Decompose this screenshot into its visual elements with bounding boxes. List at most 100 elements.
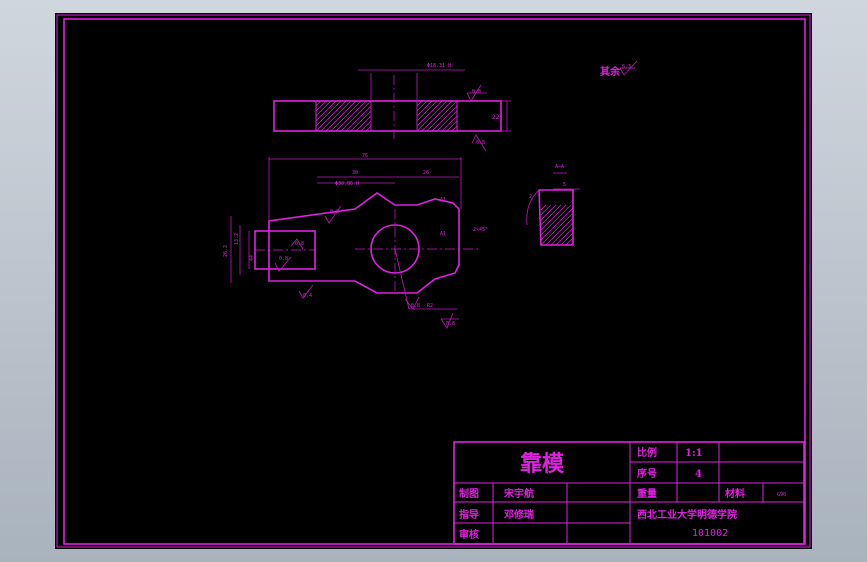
rough-e-text: 0.8 [411,303,420,309]
weight-label: 重量 [637,487,657,500]
top-view: Φ18.31 H 22 0.8 0.8 [273,63,511,152]
hatch-line [416,100,433,117]
hatch-left-region [315,100,372,132]
hatch-line [315,100,347,132]
hatch-line [421,100,453,132]
roughness-symbol-f [440,312,459,329]
school-name: 西北工业大学明德学院 [637,508,737,521]
guide-name: 邓修瑞 [503,508,534,521]
left-dim-2-text: 13.2 [234,233,240,245]
hatch-line [320,100,352,132]
hatch-line [540,204,562,226]
hatch-line [416,100,428,112]
hatch-line [431,105,458,132]
hatch-line [416,100,423,107]
scale-value: 1:1 [685,448,703,459]
hatch-line [335,100,367,132]
bore-main-text: Φ30.86 H [335,181,359,187]
hatch-line [540,204,552,216]
hatch-line [315,100,342,127]
outer-frame [56,14,811,548]
section-angle-arc [526,189,540,226]
hatch-line [540,204,557,221]
hatch-line [441,115,458,132]
hatch-line [555,227,574,246]
review-label: 审核 [459,528,479,541]
a1-label-top: A1 [440,197,446,203]
hatch-line [540,204,572,236]
left-dim-3-text: 44 [249,255,255,261]
section-hatch [540,204,574,246]
section-outline [538,189,574,246]
bore-leader [394,248,410,310]
hatch-line [540,212,574,246]
rough-c-text: 0.8 [279,256,288,262]
hatch-line [540,207,574,241]
roughness-symbol-a [324,205,342,224]
rough-a-text: 0.8 [330,209,339,215]
hatch-line [315,100,332,117]
hatch-line [446,120,458,132]
chamfer-text: 2×45° [473,227,488,233]
drawn-name: 宋宇航 [503,487,534,500]
bore-top-text: Φ18.31 H [427,63,451,69]
hatch-line [416,100,443,127]
hatch-line [340,100,372,132]
front-view: 76 30 26 Φ30.86 H R2 A1 A1 2×45° 26.2 13… [223,153,488,329]
scale-label: 比例 [637,446,657,459]
other-finish-text: 其余 [600,65,621,78]
r-label-text: R2 [427,303,433,309]
guide-label: 指导 [459,508,479,521]
hatch-line [350,110,372,132]
rough-top-text: 0.8 [472,89,481,95]
hatch-line [426,100,458,132]
hatch-line [540,204,547,211]
drawing-canvas: Φ18.31 H 22 0.8 0.8 其余 6.3 76 30 26 [55,13,812,549]
hatch-left [315,100,372,132]
section-arrow-text: A—A [555,164,564,170]
hatch-line [355,115,372,132]
other-finish-symbol [619,60,638,76]
hatch-line [570,242,574,246]
hatch-line [345,105,372,132]
hatch-line [325,100,357,132]
hatch-line [550,222,574,246]
rough-b-text: 0.8 [295,241,304,247]
cad-drawing: Φ18.31 H 22 0.8 0.8 其余 6.3 76 30 26 [56,14,811,548]
roughness-symbol-top [466,84,487,102]
material-value: G90 [777,492,786,498]
title-block-frame [453,441,805,545]
hatch-line [451,125,458,132]
hatch-right [416,100,458,132]
drawing-number: 101002 [692,528,728,539]
body-outline [268,192,460,294]
height-top-text: 22 [492,114,500,121]
other-finish-value: 6.3 [622,64,631,70]
dim-26-text: 26 [423,170,429,176]
hatch-line [545,217,574,246]
hatch-line [365,125,372,132]
inner-frame [63,18,806,545]
hatch-line [560,232,574,246]
a1-label-mid: A1 [440,231,446,237]
left-dim-1-text: 26.2 [223,245,229,257]
hatch-line [565,237,574,246]
roughness-symbol-e [404,296,420,310]
hatch-line [360,120,372,132]
rough-d-text: 0.4 [303,293,312,299]
roughness-symbol-c [274,256,292,272]
hatch-line [315,100,322,107]
hatch-line [416,100,438,122]
hatch-line [436,110,458,132]
roughness-symbol-bottom [471,134,487,152]
section-dim-text: 5 [563,182,566,188]
part-name: 靠模 [520,451,565,477]
section-aa: A—A 5 2 [526,164,580,246]
hatch-line [315,100,337,122]
title-block: 靠模 比例 1:1 序号 4 重量 材料 G90 制图 宋宇航 指导 邓修瑞 审… [453,441,805,545]
drawn-label: 制图 [459,487,479,500]
top-view-outline [273,100,502,132]
rough-f-text: 0.8 [446,321,455,327]
roughness-symbol-b [290,238,304,250]
seq-value: 4 [695,469,702,480]
